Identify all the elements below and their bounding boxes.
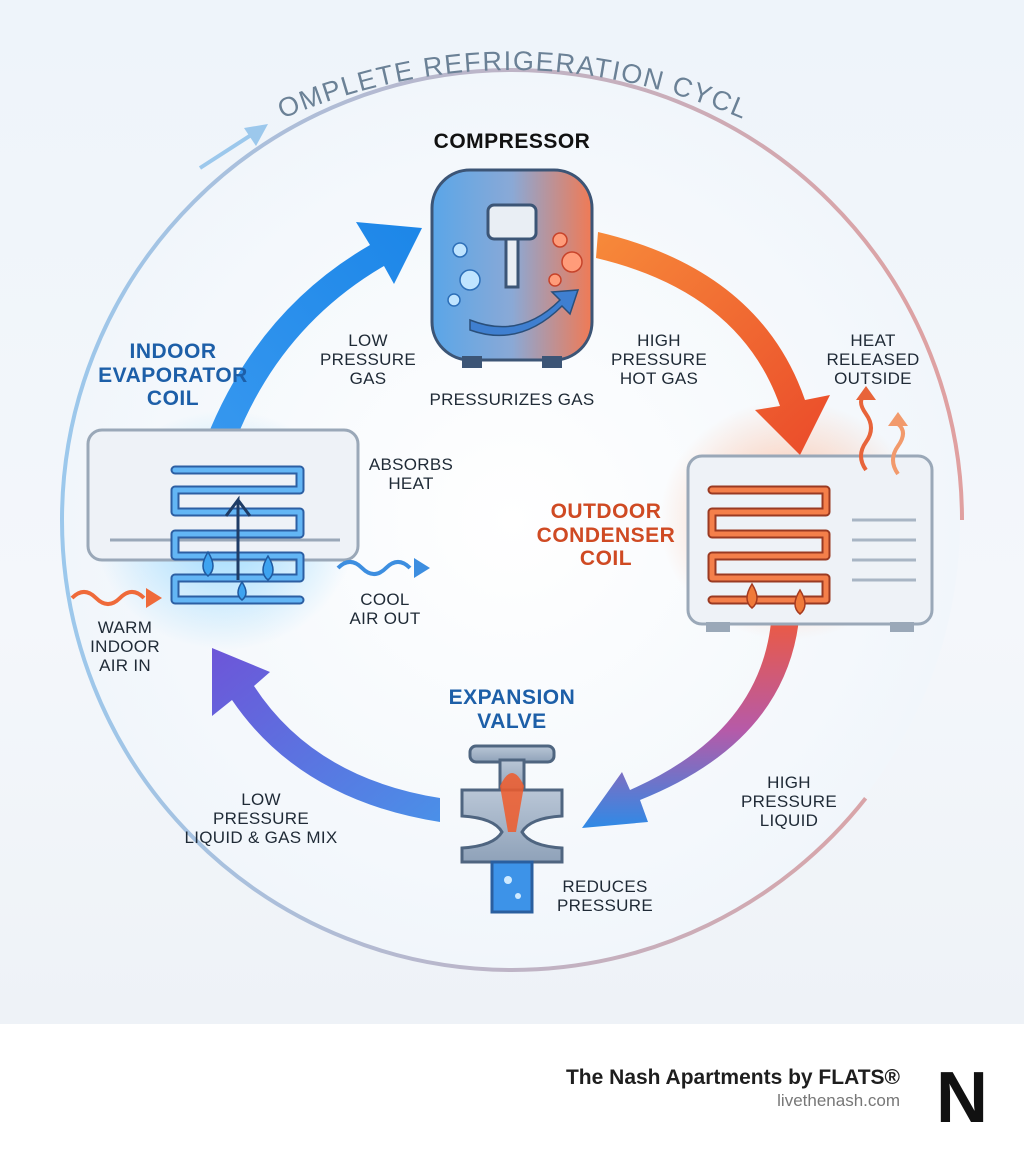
low-pressure-mix-label: LOW PRESSURE LIQUID & GAS MIX (184, 790, 338, 848)
expansion-valve-label: EXPANSION VALVE (448, 686, 576, 733)
footer-url: livethenash.com (777, 1091, 900, 1110)
water-drop-icon (262, 554, 274, 581)
water-drop-icon (237, 580, 247, 601)
gas-bubble (447, 293, 461, 307)
outdoor-unit-foot-left (706, 622, 730, 632)
arrow-condenser-to-valve (582, 610, 800, 828)
valve-outlet (490, 860, 534, 914)
warm-air-arrowhead (146, 588, 162, 608)
compressor-action-label: PRESSURIZES GAS (429, 390, 595, 409)
heat-released-label: HEAT RELEASED OUTSIDE (826, 331, 920, 389)
hot-gas-bubble (561, 251, 583, 273)
cool-air-wave-icon (336, 560, 412, 576)
warm-air-in-label: WARM INDOOR AIR IN (90, 618, 160, 676)
piston-rod (504, 237, 520, 289)
low-pressure-gas-label: LOW PRESSURE GAS (320, 331, 416, 389)
expansion-valve (460, 744, 564, 914)
heat-release-wave-icon (891, 422, 905, 476)
heat-release-arrowhead (888, 412, 908, 426)
piston-head (486, 203, 538, 241)
valve-hot-flow (500, 773, 524, 832)
footer-brand: The Nash Apartments by FLATS® (565, 1066, 900, 1089)
mist-bubble (515, 893, 521, 899)
cool-air-out-label: COOL AIR OUT (349, 590, 421, 629)
reduces-pressure-label: REDUCES PRESSURE (557, 877, 653, 916)
high-pressure-hot-gas-label: HIGH PRESSURE HOT GAS (611, 331, 707, 389)
warm-air-wave-icon (70, 590, 146, 606)
condenser-label: OUTDOOR CONDENSER COIL (536, 500, 676, 571)
compressor-foot-left (462, 356, 482, 368)
high-pressure-liquid-label: HIGH PRESSURE LIQUID (741, 773, 837, 831)
evaporator-label: INDOOR EVAPORATOR COIL (98, 340, 248, 411)
outdoor-unit-foot-right (890, 622, 914, 632)
condenser-coil-core (709, 487, 829, 603)
condensate-drop-icon (794, 588, 806, 615)
refrigeration-diagram: COMPLETE REFRIGERATION CYCLE (0, 0, 1024, 1024)
arrow-compressor-to-condenser (596, 232, 830, 455)
gas-bubble (452, 242, 468, 258)
gas-bubble (459, 269, 481, 291)
cool-air-arrowhead (414, 558, 430, 578)
heat-release-wave-icon (859, 392, 873, 472)
compressor-foot-right (542, 356, 562, 368)
condensate-drop-icon (746, 582, 758, 609)
outdoor-unit (686, 454, 934, 632)
compressor-label: COMPRESSOR (433, 130, 591, 153)
brand-logo: N (936, 1058, 988, 1138)
outer-cycle-ring (60, 68, 964, 972)
hot-gas-bubble (552, 232, 568, 248)
indoor-unit (86, 428, 360, 605)
absorbs-heat-label: ABSORBS HEAT (368, 455, 454, 494)
heat-release-arrowhead (856, 386, 876, 400)
compression-arrow-icon (469, 289, 580, 337)
hot-gas-bubble (548, 273, 562, 287)
arrow-valve-to-evaporator (212, 648, 440, 822)
water-drop-icon (202, 550, 214, 577)
heat-up-arrow-icon (224, 495, 252, 580)
footer: The Nash Apartments by FLATS® livethenas… (0, 1024, 1024, 1154)
mist-bubble (504, 876, 512, 884)
diagram-graphic: COMPLETE REFRIGERATION CYCLE (0, 0, 964, 972)
outer-ring-arrowhead (244, 124, 268, 146)
compressor-unit (430, 168, 594, 368)
